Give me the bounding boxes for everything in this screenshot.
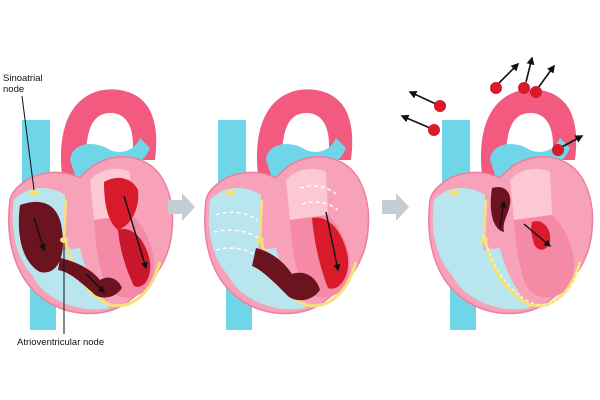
sinoatrial-node-label: Sinoatrial node	[3, 73, 43, 95]
flow-arrow-rv	[85, 273, 105, 293]
atrioventricular-node-label: Atrioventricular node	[17, 337, 105, 348]
atrioventricular-node-marker	[256, 237, 264, 243]
sinoatrial-node-marker	[449, 190, 459, 196]
sinoatrial-leader-line	[21, 95, 35, 191]
right-atrium-blood	[18, 201, 64, 273]
sinoatrial-node-marker	[29, 190, 39, 196]
step-arrow-icon	[168, 193, 195, 221]
flow-arrow-lv	[325, 211, 341, 272]
flow-arrow-rv	[499, 200, 507, 229]
flow-arrow-ra	[33, 217, 46, 252]
heart-panel-3-outline	[427, 87, 595, 332]
heart-panel-1	[7, 87, 175, 334]
ejection-arrow-icon	[490, 62, 520, 94]
right-ventricle-blood	[490, 186, 511, 232]
flow-arrow-lv	[123, 195, 148, 270]
heart-panel-2	[203, 87, 371, 332]
step-arrow-icon	[382, 193, 409, 221]
atrial-wave-lines	[213, 185, 339, 257]
heart-panel-3	[400, 56, 595, 332]
flow-arrow-lv	[523, 223, 552, 247]
ejection-arrow-icon	[552, 135, 584, 156]
ejection-arrow-icon	[408, 91, 446, 112]
atrioventricular-node-marker	[480, 237, 488, 243]
ejection-arrow-icon	[530, 64, 555, 98]
right-ventricle-blood	[252, 248, 320, 301]
sinoatrial-node-marker	[225, 190, 235, 196]
conduction-pulse	[483, 235, 581, 306]
atrioventricular-node-marker	[60, 237, 68, 243]
ejection-arrow-icon	[518, 56, 535, 94]
left-ventricle-blood	[118, 229, 151, 287]
ejection-arrow-icon	[400, 114, 440, 136]
